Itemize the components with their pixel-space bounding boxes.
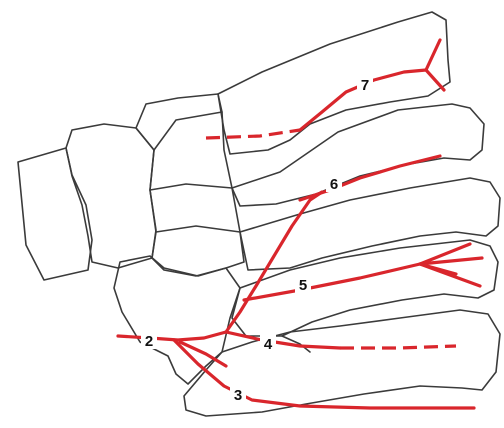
metacarpal-2 [232, 104, 484, 206]
label-3: 3 [230, 385, 246, 404]
vessel-5-fork-c [420, 264, 456, 274]
carpal-inner-line-3 [154, 112, 222, 150]
vessel-3 [174, 340, 474, 408]
label-2-text: 2 [145, 333, 153, 350]
carpal-bone-2 [66, 124, 156, 268]
vessel-4-dashed [340, 346, 456, 348]
carpal-inner-line-2 [156, 226, 240, 232]
label-4: 4 [260, 334, 276, 353]
metacarpal-4 [232, 240, 498, 336]
carpal-bone-1 [18, 148, 92, 280]
metacarpal-3 [240, 178, 500, 270]
label-2: 2 [141, 331, 157, 350]
label-6-text: 6 [330, 176, 338, 193]
label-5-text: 5 [299, 277, 307, 294]
label-4-text: 4 [264, 336, 273, 353]
vessel-7-fork-down [426, 70, 444, 90]
vessel-7-fork-up [426, 40, 440, 70]
metacarpal-1 [218, 12, 450, 154]
vessel-7-dashed [206, 130, 300, 138]
label-7-text: 7 [361, 77, 369, 94]
label-5: 5 [295, 275, 311, 294]
vessel-6 [300, 156, 440, 200]
label-3-text: 3 [234, 387, 242, 404]
label-6: 6 [326, 174, 342, 193]
vessel-network [118, 40, 482, 408]
label-7: 7 [357, 75, 373, 94]
carpal-inner-line [150, 184, 232, 190]
